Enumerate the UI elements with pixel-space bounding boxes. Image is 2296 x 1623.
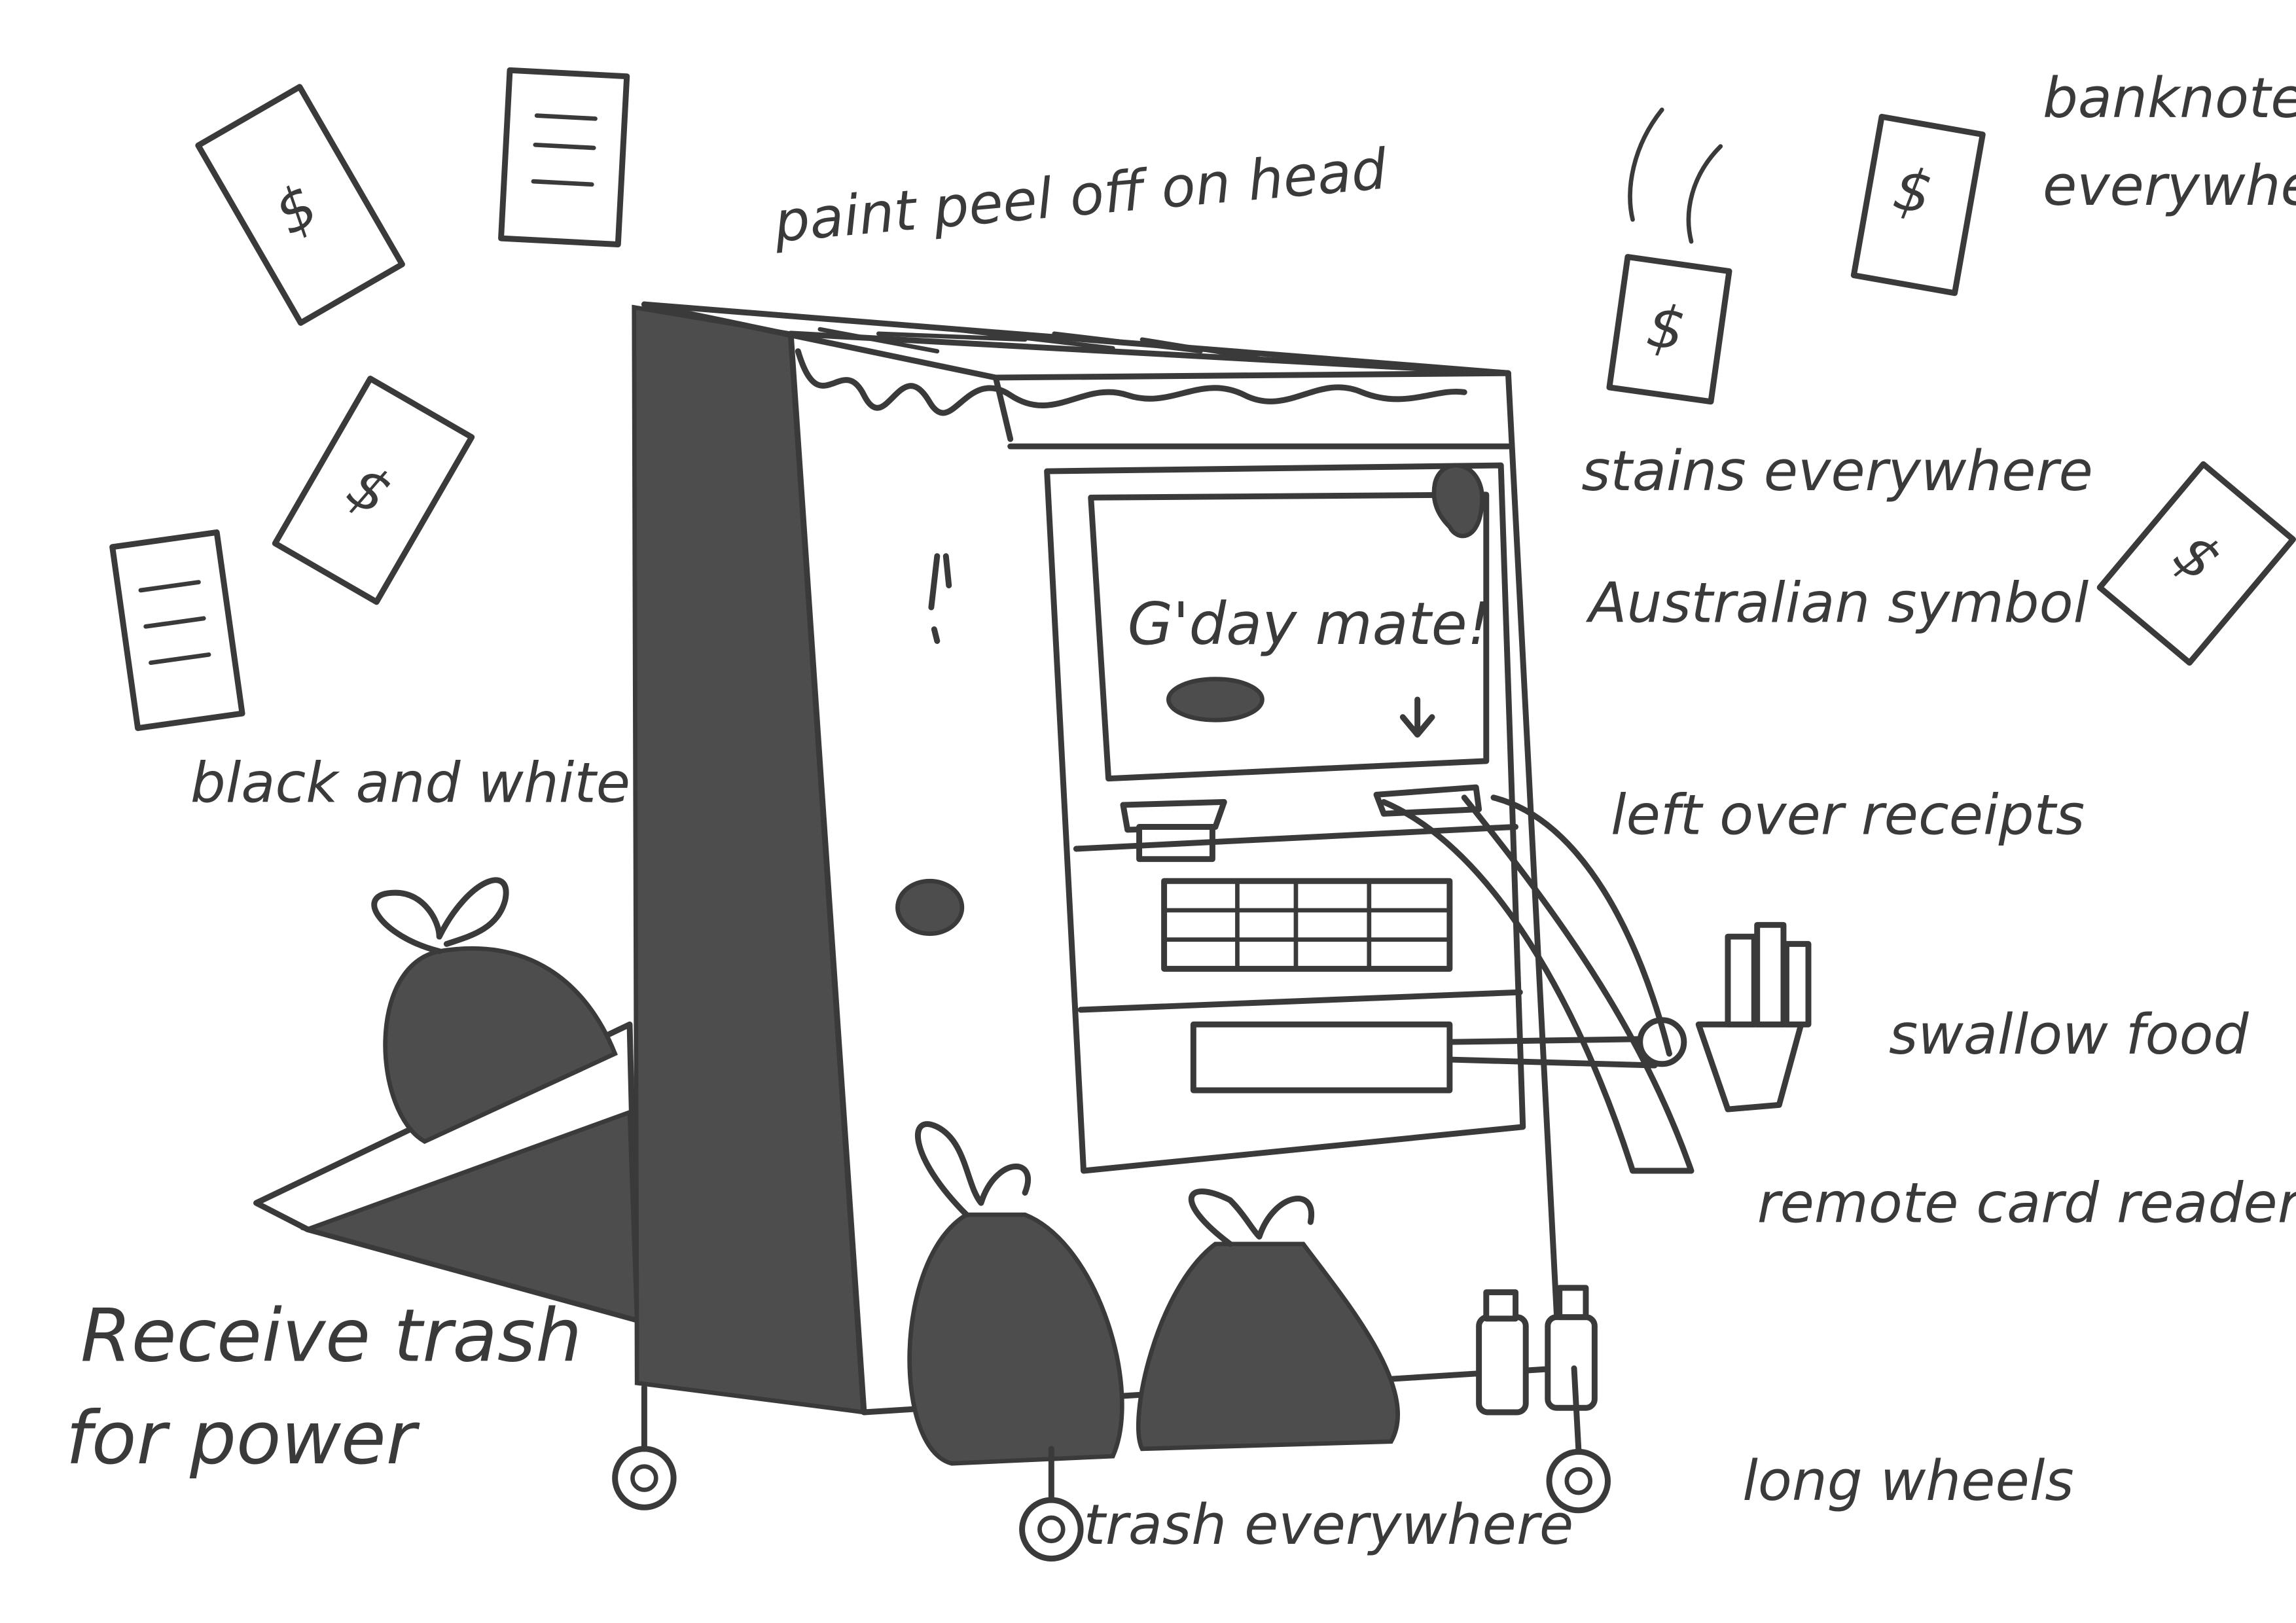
trash-bag-left <box>371 877 618 1145</box>
atm-machine: G'day mate! <box>632 301 1695 1416</box>
card-slot <box>1190 1021 1453 1094</box>
banknotes: $ $ $ $ $ <box>109 67 2296 732</box>
screen-greeting: G'day mate! <box>1128 590 1491 658</box>
label-card-reader: remote card reader <box>1757 1171 2296 1236</box>
label-banknotes-2: everywhere <box>2043 154 2296 219</box>
stain <box>1431 463 1484 539</box>
label-long-wheels: long wheels <box>1742 1449 2073 1514</box>
trash-bag-center <box>907 1121 1124 1466</box>
label-swallow-food: swallow food <box>1889 1003 2250 1067</box>
trash-bag-right <box>1136 1188 1400 1452</box>
peeling-paint <box>795 348 1467 416</box>
label-trash: trash everywhere <box>1084 1493 1574 1558</box>
label-receive-trash: Receive trash <box>81 1294 582 1379</box>
stain <box>895 878 965 936</box>
label-australian: Australian symbol <box>1585 571 2089 635</box>
receipt-slot-right <box>1373 784 1482 817</box>
label-black-white: black and white <box>190 751 630 815</box>
wheels <box>612 1365 1611 1562</box>
remote-card-reader <box>1446 921 1812 1113</box>
label-for-power: for power <box>66 1396 420 1481</box>
bottles <box>1476 1285 1598 1416</box>
label-paint-peel: paint peel off on head <box>771 137 1390 255</box>
label-banknotes: banknotes <box>2043 66 2296 131</box>
stain <box>1166 677 1265 722</box>
label-stains: stains everywhere <box>1581 439 2093 504</box>
down-arrow-icon <box>1399 696 1435 738</box>
label-receipts: left over receipts <box>1611 783 2085 848</box>
keypad <box>1161 878 1453 972</box>
